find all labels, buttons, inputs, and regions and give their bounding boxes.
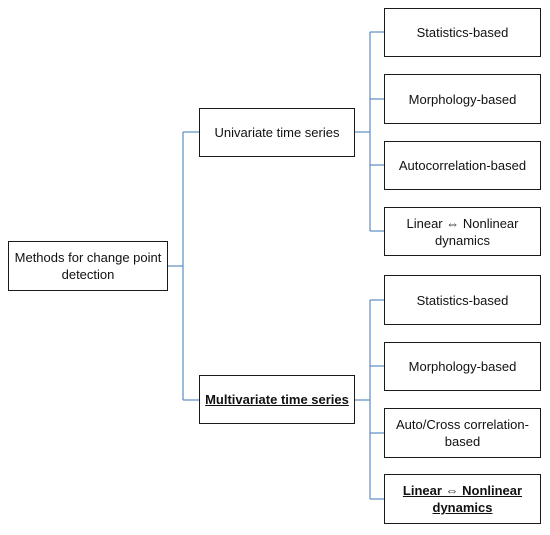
univariate-leaf-label: Statistics-based (416, 25, 509, 40)
univariate-leaf-label: Autocorrelation-based (398, 158, 527, 173)
univariate-leaf-statistics: Statistics-based (384, 8, 541, 57)
multivariate-leaf-label: Statistics-based (416, 292, 509, 308)
multivariate-leaf-morphology: Morphology-based (384, 342, 541, 391)
univariate-leaf-autocorrelation: Autocorrelation-based (384, 141, 541, 190)
univariate-leaf-linear-nonlinear: Linear ⇔ Nonlinear dynamics (384, 207, 541, 256)
multivariate-node: Multivariate time series (199, 375, 355, 424)
multivariate-leaf-linear-nonlinear: Linear ⇔ Nonlinear dynamics (384, 474, 541, 524)
multivariate-node-label: Multivariate time series (205, 392, 349, 407)
univariate-node-label: Univariate time series (214, 125, 340, 140)
multivariate-leaf-label: Morphology-based (408, 359, 517, 374)
multivariate-leaf-label: Auto/Cross correlation-based (396, 417, 529, 449)
univariate-node: Univariate time series (199, 108, 355, 157)
multivariate-leaf-cross-correlation: Auto/Cross correlation-based (384, 408, 541, 458)
univariate-leaf-morphology: Morphology-based (384, 74, 541, 124)
multivariate-leaf-statistics: Statistics-based (384, 275, 541, 325)
root-node: Methods for change point detection (8, 241, 168, 291)
univariate-leaf-label: Linear ⇔ Nonlinear dynamics (406, 215, 519, 248)
univariate-leaf-label: Morphology-based (408, 91, 517, 107)
multivariate-leaf-label: Linear ⇔ Nonlinear dynamics (402, 483, 523, 515)
root-node-label: Methods for change point detection (14, 250, 162, 282)
